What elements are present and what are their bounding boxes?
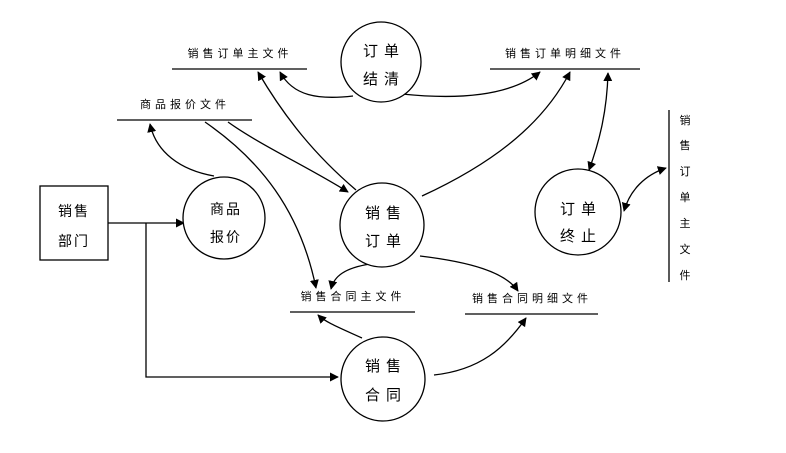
flow-quotation-to-quote-file <box>147 123 215 177</box>
flow-order-to-contract-detail <box>419 255 519 292</box>
process-circle <box>182 176 266 260</box>
process-order-termination: 订单 终止 <box>534 168 622 256</box>
process-product-quotation: 商品 报价 <box>182 176 266 260</box>
process-label-line2: 终止 <box>560 227 602 245</box>
process-label-line1: 订单 <box>363 42 405 60</box>
store-label-sales-contract-detail: 销售合同明细文件 <box>472 291 592 305</box>
flow-termination-order-detail <box>587 72 613 171</box>
flow-order-to-order-master <box>257 71 357 191</box>
vstore-char: 文 <box>680 242 691 256</box>
process-label-line2: 合同 <box>365 386 407 404</box>
process-circle <box>339 182 425 268</box>
vstore-char: 售 <box>680 138 691 152</box>
flow-order-to-order-detail <box>421 71 571 197</box>
store-sales-order-detail: 销售订单明细文件 <box>490 46 640 70</box>
store-label-product-quote-file: 商品报价文件 <box>140 97 230 111</box>
process-label-line2: 结清 <box>363 70 405 88</box>
process-circle <box>340 336 426 422</box>
flow-termination-order-master-vertical <box>621 166 667 212</box>
store-product-quote-file: 商品报价文件 <box>117 97 252 121</box>
process-label-line2: 报价 <box>210 230 242 246</box>
flow-contract-to-contract-detail <box>433 317 527 376</box>
store-label-sales-contract-master: 销售合同主文件 <box>301 289 406 303</box>
process-circle <box>534 168 622 256</box>
process-label-line1: 销售 <box>365 204 407 222</box>
store-sales-contract-detail: 销售合同明细文件 <box>465 291 598 315</box>
process-label-line1: 订单 <box>560 200 602 218</box>
vstore-char: 订 <box>680 165 691 178</box>
vstore-char: 单 <box>680 191 691 204</box>
store-sales-order-master-vertical: 销 售 订 单 主 文 件 <box>668 110 691 282</box>
store-sales-contract-master: 销售合同主文件 <box>290 289 415 313</box>
process-label-line1: 商品 <box>210 202 242 218</box>
flow-order-to-contract-master <box>328 263 371 290</box>
entity-label-line1: 销售 <box>58 204 90 220</box>
flow-quote-file-to-contract-master <box>204 121 319 289</box>
entity-label-line2: 部门 <box>58 234 90 250</box>
process-label-line2: 订单 <box>365 232 407 250</box>
store-label-sales-order-detail: 销售订单明细文件 <box>505 46 625 60</box>
vstore-char: 销 <box>680 113 691 127</box>
process-circle <box>340 21 422 103</box>
process-order-settlement: 订单 结清 <box>340 21 422 103</box>
flow-department-to-contract <box>145 223 339 382</box>
entity-sales-department: 销售 部门 <box>39 185 109 261</box>
flow-settlement-to-order-detail <box>401 71 541 98</box>
store-label-sales-order-master: 销售订单主文件 <box>188 46 293 60</box>
process-label-line1: 销售 <box>365 357 407 375</box>
vstore-char: 主 <box>680 217 691 230</box>
entity-box <box>39 185 109 261</box>
vstore-char: 件 <box>680 269 691 282</box>
store-sales-order-master: 销售订单主文件 <box>172 46 307 70</box>
flows <box>108 71 667 382</box>
flow-settlement-to-order-master <box>279 71 354 98</box>
flow-quote-file-to-order <box>227 121 349 193</box>
process-sales-contract: 销售 合同 <box>340 336 426 422</box>
process-sales-order: 销售 订单 <box>339 182 425 268</box>
flow-contract-to-contract-master <box>317 314 363 339</box>
